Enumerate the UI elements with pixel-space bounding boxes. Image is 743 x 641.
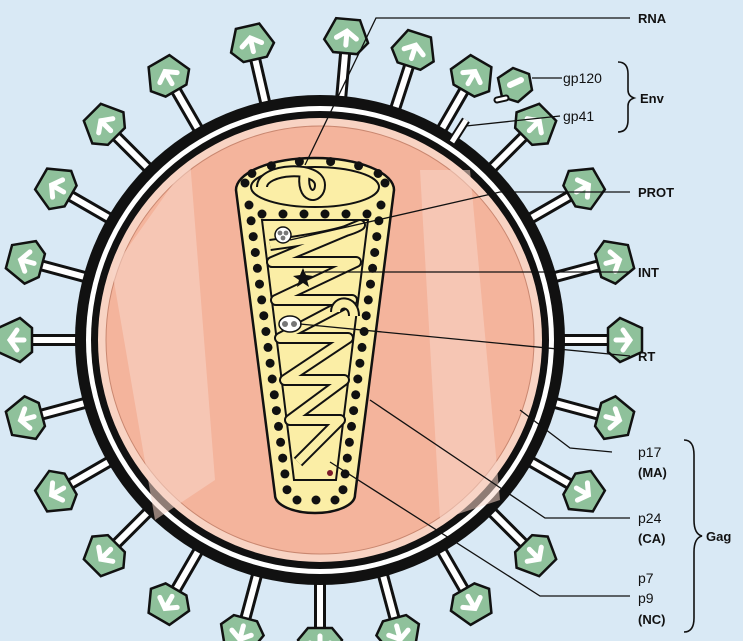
capsid-dot — [347, 422, 356, 431]
capsid-dot — [381, 179, 390, 188]
label-gag: Gag — [706, 529, 731, 544]
capsid-dot — [293, 496, 302, 505]
capsid-dot — [355, 359, 364, 368]
capsid-dot — [370, 248, 379, 257]
capsid-dot — [362, 311, 371, 320]
capsid-dot — [253, 264, 262, 273]
capsid-dot — [342, 210, 351, 219]
capsid-dot — [366, 280, 375, 289]
capsid-dot — [321, 210, 330, 219]
capsid-dot — [274, 422, 283, 431]
capsid-dot — [363, 210, 372, 219]
capsid-dot — [249, 232, 258, 241]
capsid-dot — [255, 280, 264, 289]
capsid-dot — [300, 210, 309, 219]
capsid-dot — [331, 496, 340, 505]
capsid-dot — [247, 169, 256, 178]
capsid-dot — [270, 390, 279, 399]
capsid-dot — [280, 469, 289, 478]
label-p9: p9 — [638, 590, 654, 606]
capsid-dot — [266, 359, 275, 368]
label-rna: RNA — [638, 11, 667, 26]
capsid-dot — [358, 343, 367, 352]
capsid-dot — [279, 210, 288, 219]
label-p17: p17 — [638, 444, 662, 460]
capsid-dot — [276, 438, 285, 447]
label-nc: (NC) — [638, 612, 665, 627]
capsid-dot — [278, 454, 287, 463]
nucleocapsid-marker — [327, 470, 333, 476]
label-ca: (CA) — [638, 531, 665, 546]
label-prot: PROT — [638, 185, 674, 200]
capsid-dot — [259, 311, 268, 320]
capsid-dot — [258, 210, 267, 219]
capsid-dot — [283, 485, 292, 494]
capsid-dot — [268, 375, 277, 384]
label-int: INT — [638, 265, 659, 280]
capsid-dot — [257, 295, 266, 304]
capsid-dot — [326, 157, 335, 166]
capsid-dot — [354, 161, 363, 170]
capsid-dot — [360, 327, 369, 336]
capsid-dot — [295, 157, 304, 166]
capsid-dot — [374, 169, 383, 178]
capsid-dot — [377, 201, 386, 210]
label-p24: p24 — [638, 510, 662, 526]
capsid-dot — [343, 454, 352, 463]
label-p7: p7 — [638, 570, 654, 586]
capsid-dot — [272, 406, 281, 415]
capsid-dot — [312, 496, 321, 505]
protease-enzyme — [275, 227, 291, 243]
label-gp41: gp41 — [563, 108, 594, 124]
reverse-transcriptase-enzyme — [279, 316, 301, 332]
capsid-dot — [264, 343, 273, 352]
label-rt: RT — [638, 349, 655, 364]
label-ma: (MA) — [638, 465, 667, 480]
capsid-dot — [251, 248, 260, 257]
capsid-dot — [247, 216, 256, 225]
capsid-dot — [364, 295, 373, 304]
capsid-dot — [261, 327, 270, 336]
capsid-dot — [351, 390, 360, 399]
label-gp120: gp120 — [563, 70, 602, 86]
capsid-dot — [245, 201, 254, 210]
capsid-dot — [372, 232, 381, 241]
label-env: Env — [640, 91, 665, 106]
capsid-dot — [345, 438, 354, 447]
capsid-dot — [241, 179, 250, 188]
capsid-dot — [349, 406, 358, 415]
capsid-dot — [339, 485, 348, 494]
capsid-dot — [353, 375, 362, 384]
